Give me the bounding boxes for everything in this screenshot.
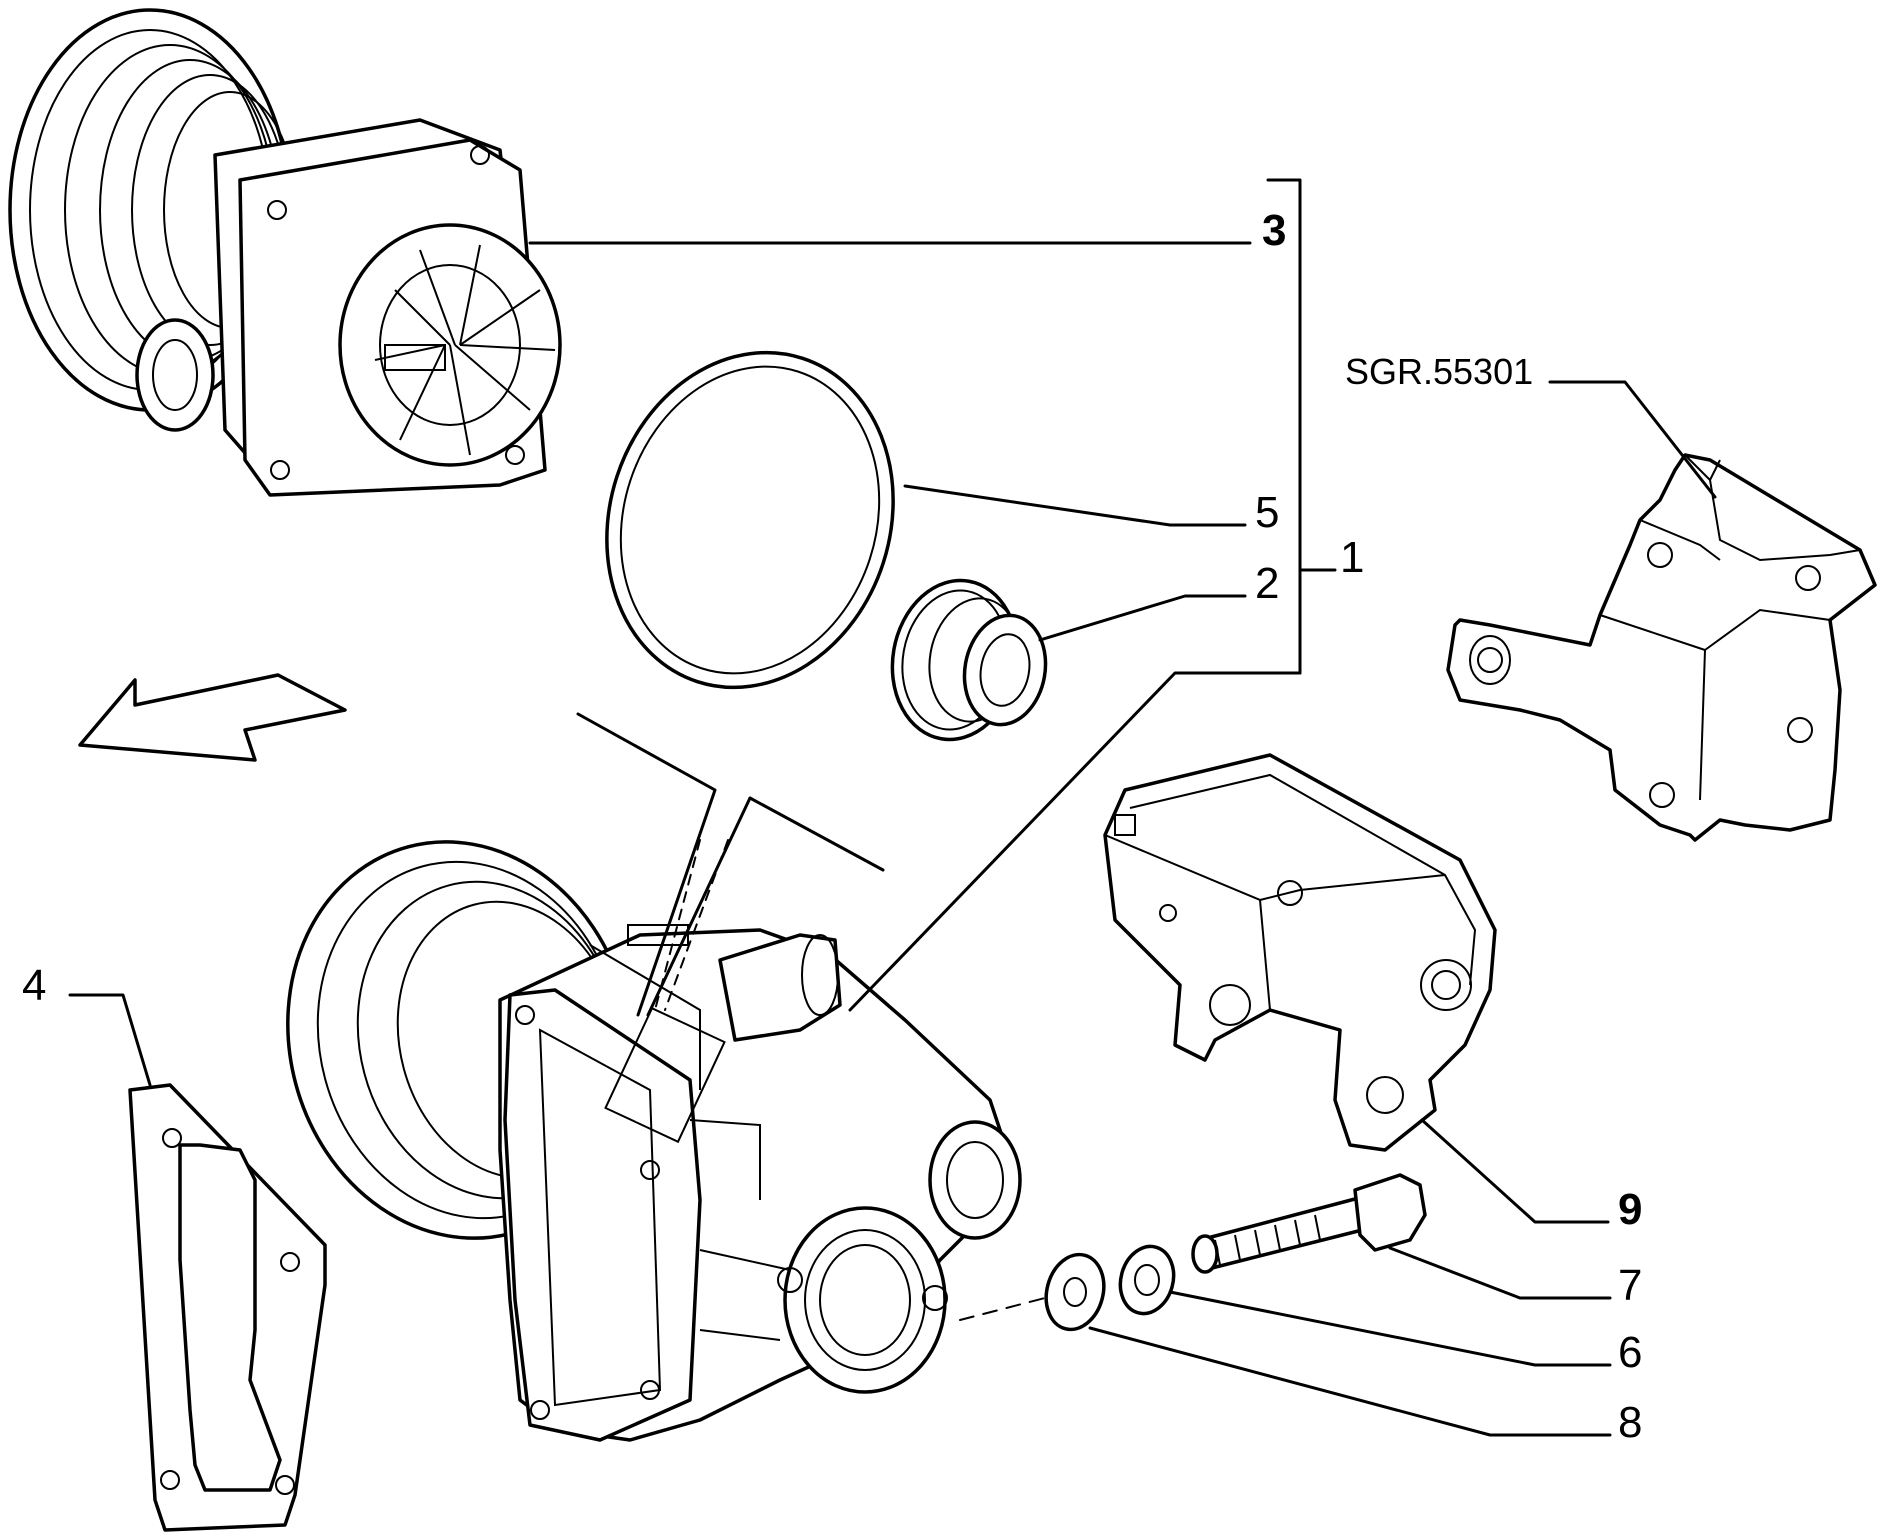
- leader-4: [68, 993, 152, 1087]
- threaded-plug: [890, 578, 1048, 742]
- leader-2: [1038, 594, 1247, 642]
- bolt-axis-line: [959, 1297, 1046, 1321]
- leader-5: [903, 484, 1247, 527]
- item-label-7: 7: [1618, 1261, 1642, 1310]
- view-line-dashes: [654, 839, 729, 1011]
- service-tool-sgr: [1446, 453, 1877, 842]
- leader-6: [1168, 1290, 1612, 1367]
- spacer-nut: [1044, 1252, 1106, 1332]
- item-label-4: 4: [22, 961, 46, 1010]
- item-label-2: 2: [1255, 559, 1279, 608]
- view-line-right: [646, 796, 885, 1017]
- leader-7: [1388, 1246, 1612, 1300]
- reference-label: SGR.55301: [1345, 351, 1533, 392]
- lower-water-pump: [286, 840, 1022, 1442]
- item-label-1: 1: [1340, 533, 1364, 582]
- item-label-6: 6: [1618, 1328, 1642, 1377]
- leader-9: [1420, 1118, 1610, 1224]
- o-ring-seal: [605, 350, 895, 690]
- direction-arrow: [78, 673, 347, 762]
- leader-sgr: [1548, 380, 1717, 499]
- view-line-left: [576, 712, 717, 1017]
- item-label-3: 3: [1262, 206, 1286, 255]
- mounting-bracket: [1103, 753, 1497, 1152]
- item-label-9: 9: [1618, 1185, 1642, 1234]
- leader-1: [848, 671, 1302, 1012]
- bolt: [1191, 1173, 1427, 1274]
- leader-8: [1088, 1326, 1612, 1437]
- upper-water-pump: [8, 8, 562, 497]
- flat-washer: [1118, 1244, 1176, 1316]
- item-label-5: 5: [1255, 488, 1279, 537]
- pump-gasket: [128, 1083, 327, 1532]
- item-label-8: 8: [1618, 1398, 1642, 1447]
